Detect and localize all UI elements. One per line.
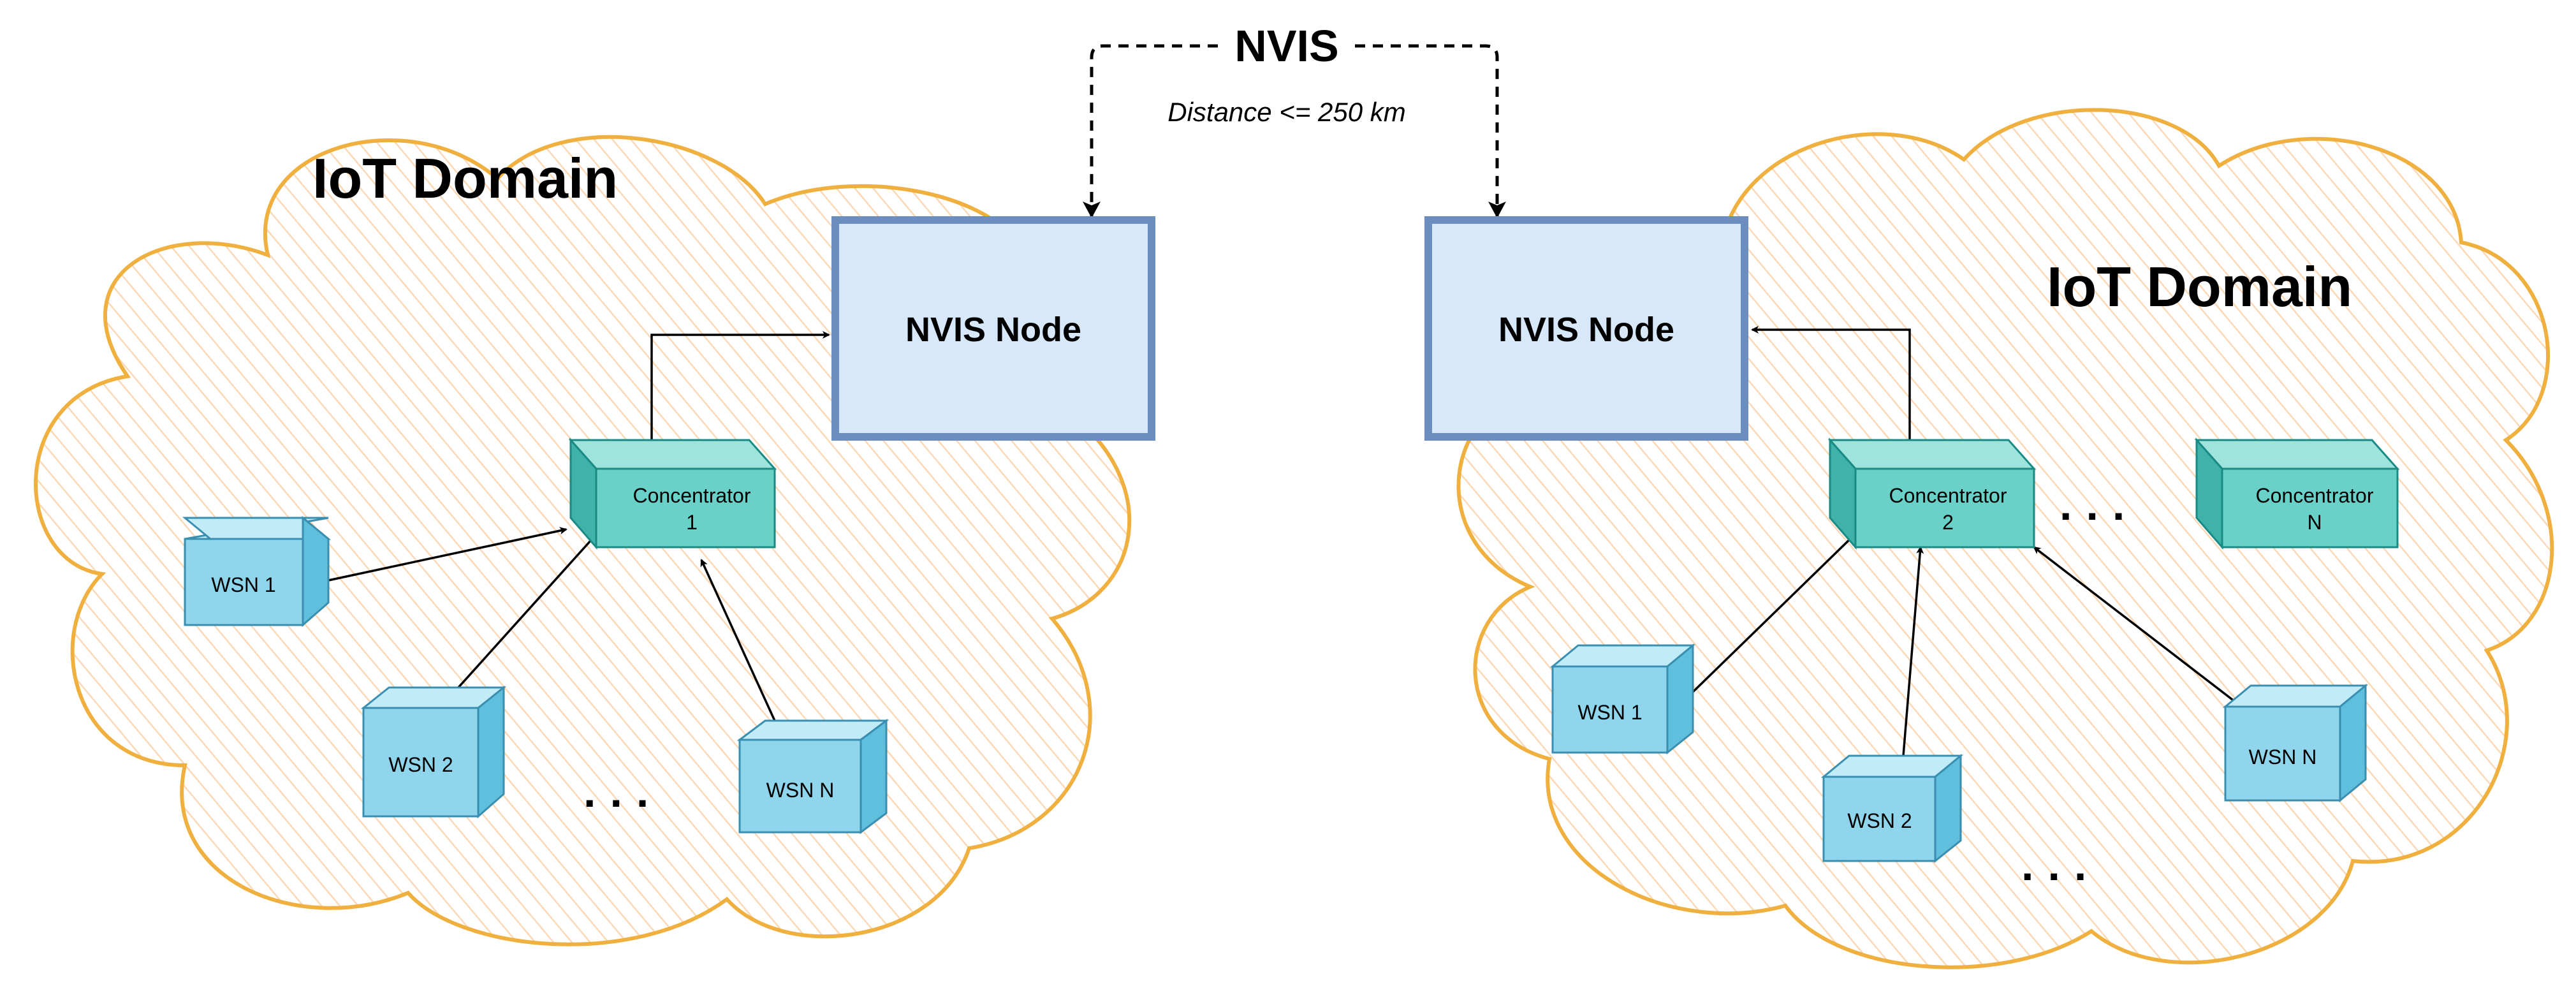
left-wsn-2: WSN 2 [360,685,507,819]
right-wsn-n-label: WSN N [2249,746,2317,769]
left-concentrator-number: 1 [686,511,698,534]
right-concentrator-n: Concentrator N [2194,438,2400,550]
right-domain-title: IoT Domain [2047,255,2352,318]
left-wsn-n: WSN N [736,719,889,834]
left-wsn-n-label: WSN N [766,779,835,802]
left-nvis-node-label: NVIS Node [905,311,1081,349]
nvis-link-label: NVIS [1234,21,1338,71]
left-links [328,331,830,721]
right-wsn-1: WSN 1 [1549,643,1696,755]
left-concentrator-1: Concentrator 1 [568,438,777,550]
right-wsn-n: WSN N [2222,683,2369,803]
left-nvis-node: NVIS Node [831,216,1155,441]
left-sensor-ellipsis: ... [583,767,662,816]
right-wsn-2: WSN 2 [1820,753,1964,864]
right-links [1692,326,2244,756]
right-concentrator-n-label: Concentrator [2256,484,2374,507]
right-concentrator-n-number: N [2307,511,2322,534]
nvis-distance-label: Distance <= 250 km [1167,97,1406,127]
right-concentrator-2: Concentrator 2 [1827,438,2037,550]
left-domain-title: IoT Domain [312,147,618,210]
right-wsn-1-label: WSN 1 [1577,701,1642,724]
right-nvis-node: NVIS Node [1424,216,1748,441]
right-concentrator-ellipsis: ... [2060,480,2139,529]
right-concentrator-2-number: 2 [1942,511,1954,534]
left-wsn-1: WSN 1 [182,515,332,628]
right-nvis-node-label: NVIS Node [1498,311,1674,349]
nvis-link [1083,44,1506,218]
left-wsn-1-label: WSN 1 [211,573,275,596]
right-concentrator-2-label: Concentrator [1889,484,2007,507]
right-wsn-2-label: WSN 2 [1847,809,1912,832]
left-concentrator-label: Concentrator [633,484,751,507]
left-wsn-2-label: WSN 2 [388,753,453,776]
right-sensor-ellipsis: ... [2021,840,2100,890]
